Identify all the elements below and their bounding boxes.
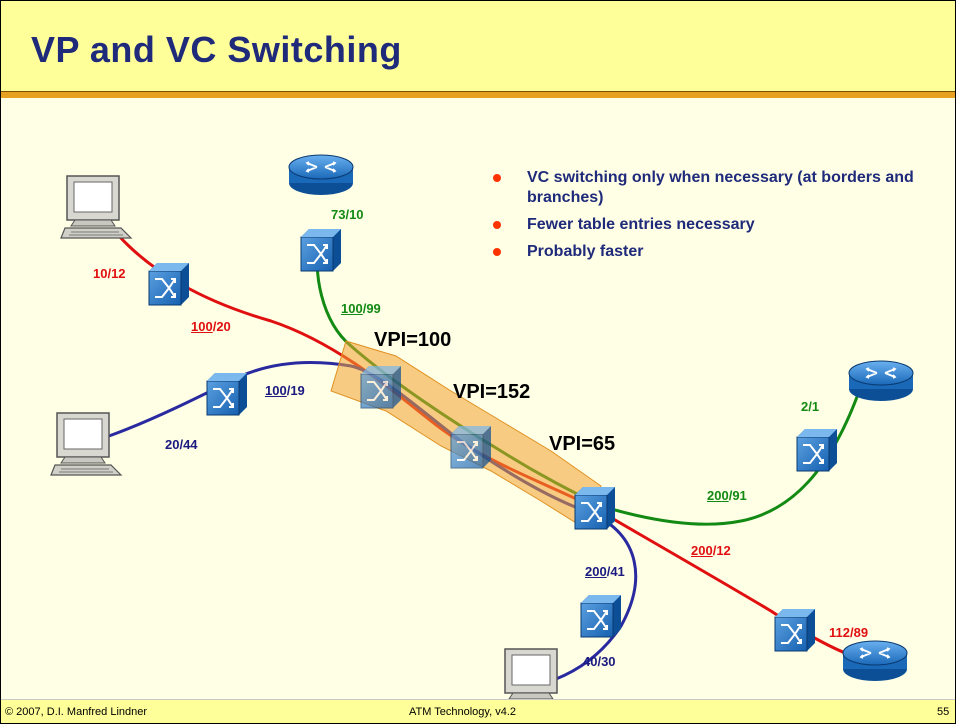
- bullet-icon: [493, 174, 501, 182]
- atm-switch-icon: [300, 228, 342, 272]
- atm-switch-icon: [796, 428, 838, 472]
- footer-course: ATM Technology, v4.2: [409, 706, 516, 718]
- bullet-icon: [493, 248, 501, 256]
- footer-copyright: © 2007, D.I. Manfred Lindner: [5, 706, 148, 718]
- atm-switch-icon: [450, 425, 492, 469]
- router-icon: [848, 360, 914, 402]
- atm-switch-icon: [580, 594, 622, 638]
- computer-icon: [60, 175, 132, 239]
- connection-label: 200/41: [585, 564, 625, 579]
- atm-switch-icon: [206, 372, 248, 416]
- footer: © 2007, D.I. Manfred Lindner ATM Technol…: [1, 699, 955, 723]
- router-icon: [842, 640, 908, 682]
- vpi-label: VPI=152: [453, 381, 531, 403]
- atm-switch-icon: [148, 262, 190, 306]
- bullet-icon: [493, 221, 501, 229]
- title-bar: VP and VC Switching: [1, 1, 955, 91]
- connection-label: 100/99: [341, 301, 381, 316]
- slide-title: VP and VC Switching: [31, 29, 402, 70]
- atm-switch-icon: [360, 365, 402, 409]
- connection-label: 10/12: [93, 266, 126, 281]
- connection-label: 100/19: [265, 383, 305, 398]
- connection-label: 100/20: [191, 319, 231, 334]
- connection-label: 40/30: [583, 654, 616, 669]
- blue-path: [108, 361, 638, 681]
- atm-switch-icon: [574, 486, 616, 530]
- atm-switch-icon: [774, 608, 816, 652]
- footer-page-number: 55: [937, 706, 950, 718]
- router-icon: [288, 154, 354, 196]
- connection-label: 200/91: [707, 488, 747, 503]
- bullet-item: Fewer table entries necessary: [491, 215, 931, 235]
- computer-icon: [50, 412, 122, 476]
- vpi-label: VPI=100: [374, 329, 452, 351]
- bullet-item: VC switching only when necessary (at bor…: [491, 168, 931, 208]
- vpi-label: VPI=65: [549, 433, 616, 455]
- connection-label: 200/12: [691, 543, 731, 558]
- connection-label: 20/44: [165, 437, 198, 452]
- connection-label: 2/1: [801, 399, 820, 414]
- connection-label: 112/89: [829, 625, 869, 640]
- bullet-item: Probably faster: [491, 242, 931, 262]
- bullet-list: VC switching only when necessary (at bor…: [491, 168, 931, 269]
- title-divider: [1, 91, 955, 98]
- connection-label: 73/10: [331, 207, 364, 222]
